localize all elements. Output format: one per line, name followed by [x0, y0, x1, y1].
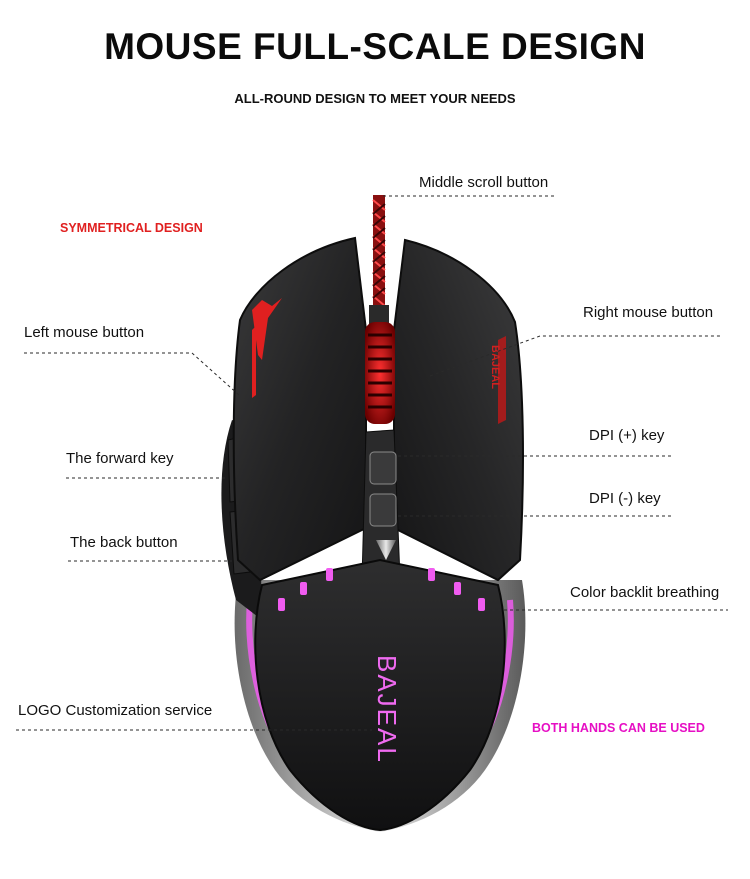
page-title: MOUSE FULL-SCALE DESIGN	[104, 26, 646, 67]
label-forward-key: The forward key	[66, 450, 174, 467]
label-both-hands: BOTH HANDS CAN BE USED	[532, 721, 705, 735]
label-left-mouse-button: Left mouse button	[24, 324, 145, 341]
right-button-shell[interactable]	[393, 238, 524, 582]
page-subtitle: ALL-ROUND DESIGN TO MEET YOUR NEEDS	[234, 91, 516, 106]
label-symmetrical-design: SYMMETRICAL DESIGN	[60, 221, 203, 235]
side-print-text: BAJEAL	[489, 345, 501, 389]
palm-rest	[254, 558, 506, 832]
callout-leaders	[16, 195, 728, 731]
backlight-notches	[278, 568, 485, 611]
leader-left-button	[24, 352, 241, 397]
label-dpi-minus-key: DPI (-) key	[589, 490, 661, 507]
label-middle-scroll-button: Middle scroll button	[419, 174, 549, 191]
label-logo-customization: LOGO Customization service	[18, 702, 213, 719]
brand-logo: BAJEAL	[372, 655, 402, 764]
label-color-backlit-breathing: Color backlit breathing	[570, 584, 720, 601]
label-back-button: The back button	[70, 534, 178, 551]
dpi-buttons[interactable]	[361, 429, 401, 581]
label-right-mouse-button: Right mouse button	[583, 304, 714, 321]
label-dpi-plus-key: DPI (+) key	[589, 427, 665, 444]
scroll-wheel[interactable]	[365, 322, 395, 424]
cable	[369, 195, 389, 327]
right-button-decor	[498, 336, 506, 424]
left-button-decor	[252, 298, 282, 398]
left-button-shell[interactable]	[232, 236, 367, 582]
